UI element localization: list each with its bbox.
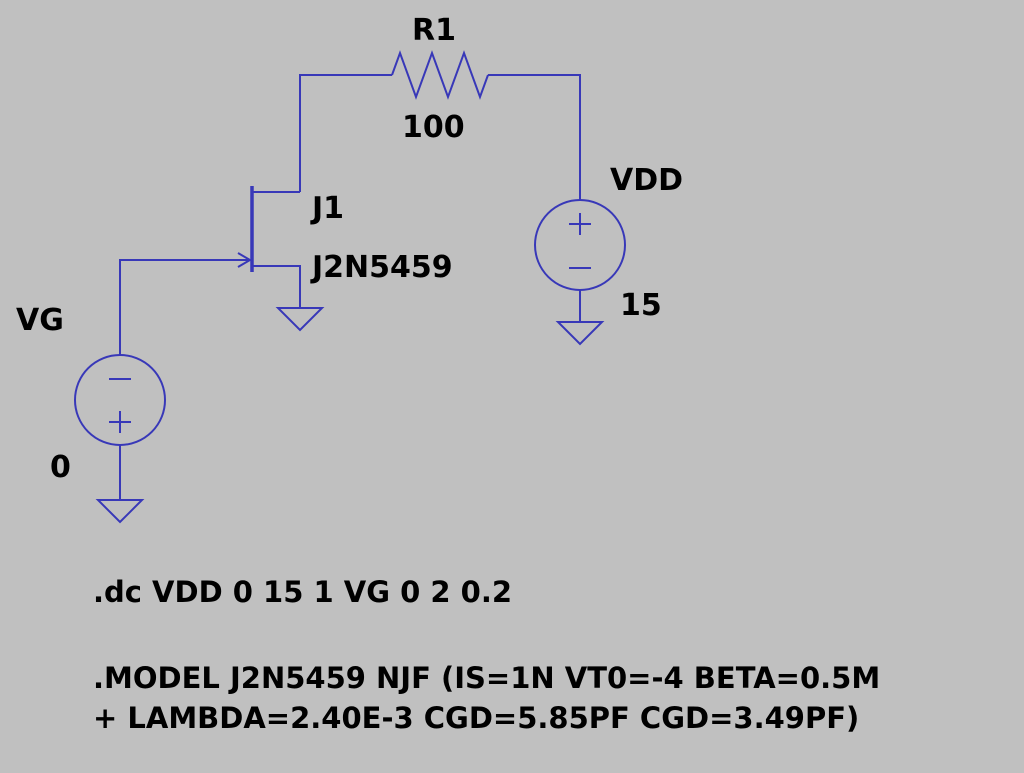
- ground-symbol-source[interactable]: [275, 307, 325, 332]
- jfet-gate-arrow-icon: [237, 252, 252, 268]
- jfet-source-lead: [252, 265, 301, 308]
- jfet-name-label[interactable]: J1: [310, 191, 344, 226]
- vdd-name-label[interactable]: VDD: [610, 163, 683, 198]
- plus-icon: [109, 411, 131, 433]
- resistor-value-label[interactable]: 100: [402, 110, 465, 145]
- vg-source-circle: [74, 354, 166, 446]
- spice-directive-dc-sweep[interactable]: .dc VDD 0 15 1 VG 0 2 0.2: [93, 575, 512, 609]
- ground-symbol-vdd[interactable]: [555, 321, 605, 346]
- resistor-zigzag: [391, 50, 489, 100]
- vg-source-symbol[interactable]: [74, 354, 166, 446]
- ground-triangle-icon: [275, 307, 325, 332]
- plus-icon: [569, 213, 591, 235]
- wire-resistor-to-vdd: [488, 74, 581, 200]
- vg-value-label[interactable]: 0: [50, 450, 71, 485]
- spice-directive-model-line1[interactable]: .MODEL J2N5459 NJF (IS=1N VT0=-4 BETA=0.…: [93, 661, 880, 695]
- wires: [119, 74, 581, 500]
- vdd-source-symbol[interactable]: [534, 199, 626, 291]
- wire-vg-to-gate: [119, 259, 249, 355]
- jfet-symbol[interactable]: [237, 186, 301, 308]
- vdd-value-label[interactable]: 15: [620, 288, 662, 323]
- ground-triangle-icon: [555, 321, 605, 346]
- wire-drain-to-resistor: [299, 74, 392, 192]
- ground-symbol-vg[interactable]: [95, 499, 145, 524]
- resistor-symbol[interactable]: [391, 50, 489, 100]
- jfet-model-label[interactable]: J2N5459: [310, 250, 453, 285]
- spice-directive-model-line2[interactable]: + LAMBDA=2.40E-3 CGD=5.85PF CGD=3.49PF): [93, 701, 859, 735]
- resistor-name-label[interactable]: R1: [412, 13, 456, 48]
- ground-triangle-icon: [95, 499, 145, 524]
- vg-name-label[interactable]: VG: [16, 303, 64, 338]
- vdd-source-circle: [534, 199, 626, 291]
